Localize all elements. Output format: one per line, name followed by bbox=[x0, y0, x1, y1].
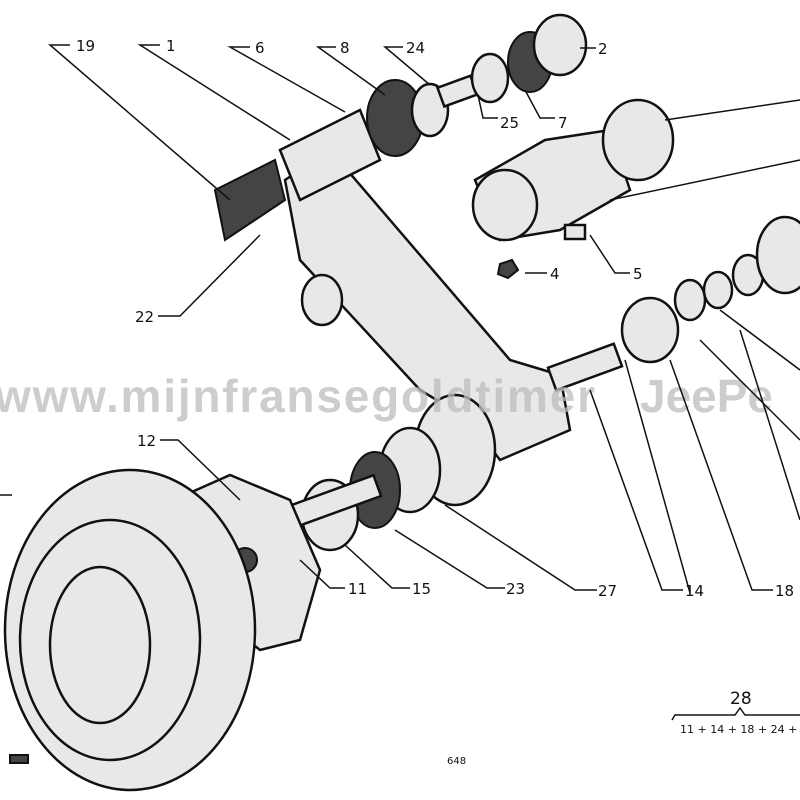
callout-18: 18 bbox=[775, 582, 794, 600]
axle-arm bbox=[213, 108, 572, 462]
callout-19: 19 bbox=[76, 37, 95, 55]
callout-7: 7 bbox=[558, 114, 568, 132]
callout-27: 27 bbox=[598, 582, 617, 600]
callout-15: 15 bbox=[412, 580, 431, 598]
callout-24: 24 bbox=[406, 39, 425, 57]
callout-22: 22 bbox=[135, 308, 154, 326]
upper-bearings bbox=[366, 13, 588, 157]
callout-23: 23 bbox=[506, 580, 525, 598]
lower-bearings bbox=[287, 215, 800, 552]
callout-14: 14 bbox=[685, 582, 704, 600]
callout-25: 25 bbox=[500, 114, 519, 132]
housing-sleeve bbox=[471, 98, 675, 280]
callout-1: 1 bbox=[166, 37, 176, 55]
page-number: 648 bbox=[447, 756, 466, 767]
watermark-text-2: JeePe bbox=[640, 370, 773, 422]
callout-2: 2 bbox=[598, 40, 608, 58]
watermark-text: www.mijnfransegoldtimer bbox=[0, 370, 595, 422]
callout-12: 12 bbox=[137, 432, 156, 450]
callout-6: 6 bbox=[255, 39, 265, 57]
leader-lines bbox=[0, 44, 800, 721]
assembly-formula: 11 + 14 + 18 + 24 + 27 + bbox=[680, 723, 800, 736]
callout-5: 5 bbox=[633, 265, 643, 283]
callout-8: 8 bbox=[340, 39, 350, 57]
brake-drum bbox=[3, 468, 257, 792]
callout-11: 11 bbox=[348, 580, 367, 598]
assembly-number: 28 bbox=[730, 689, 752, 709]
callout-4: 4 bbox=[550, 265, 560, 283]
